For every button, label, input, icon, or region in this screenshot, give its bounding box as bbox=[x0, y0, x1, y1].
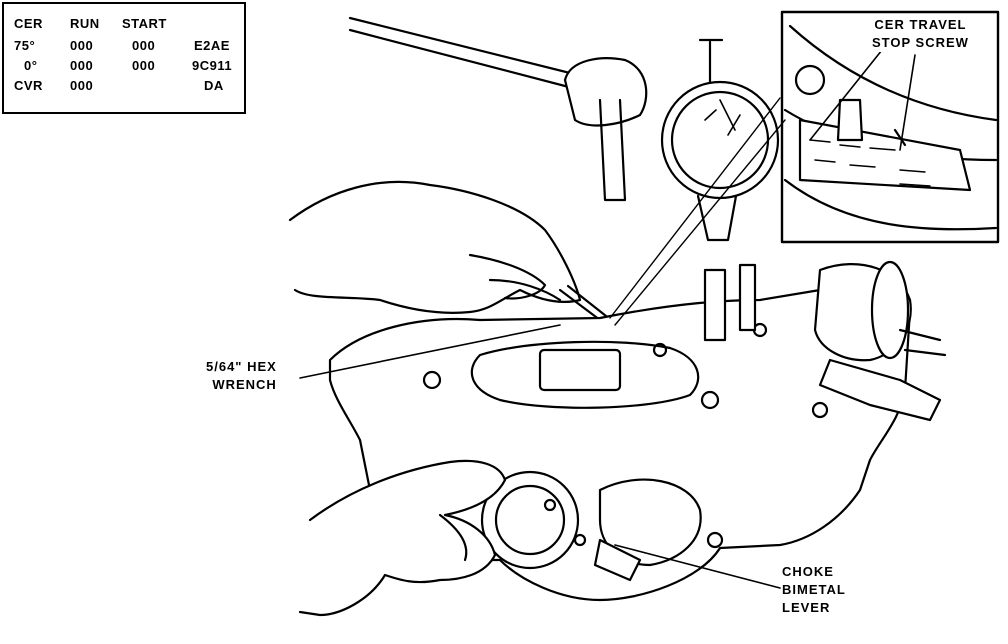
indicator-post bbox=[598, 98, 627, 202]
inset-stop-screw bbox=[836, 98, 864, 142]
table-cell: E2AE bbox=[194, 38, 230, 53]
callout-line: WRENCH bbox=[212, 377, 277, 392]
bolt bbox=[652, 342, 668, 358]
callout-choke-bimetal-lever: CHOKE BIMETAL LEVER bbox=[782, 563, 846, 617]
choke-screw bbox=[573, 533, 587, 547]
table-cell: 000 bbox=[70, 58, 94, 73]
header-cell: CER bbox=[14, 16, 43, 31]
leader-inset bbox=[609, 97, 786, 326]
table-cell: DA bbox=[204, 78, 224, 93]
throttle-plate bbox=[538, 348, 622, 392]
tower bbox=[703, 268, 727, 342]
callout-line: STOP SCREW bbox=[872, 35, 969, 50]
spec-table-box: CER RUN START 75° 000 000 E2AE 0° 000 00… bbox=[2, 2, 246, 114]
table-cell: 000 bbox=[70, 78, 94, 93]
tower bbox=[738, 263, 757, 332]
callout-line: CER TRAVEL bbox=[874, 17, 967, 32]
diaphragm-hose bbox=[898, 328, 947, 357]
callout-cer-travel-stop-screw: CER TRAVEL STOP SCREW bbox=[872, 16, 969, 52]
header-cell: START bbox=[122, 16, 167, 31]
inset-edge-top bbox=[788, 24, 998, 122]
table-cell: CVR bbox=[14, 78, 43, 93]
callout-line: BIMETAL bbox=[782, 582, 846, 597]
indicator-clamp bbox=[563, 57, 648, 127]
carburetor-throat bbox=[470, 340, 700, 409]
inset-plate-text bbox=[809, 139, 931, 187]
choke-lever-tab bbox=[593, 538, 642, 582]
table-cell: 000 bbox=[70, 38, 94, 53]
dial-stem bbox=[698, 38, 724, 84]
table-cell: 75° bbox=[14, 38, 36, 53]
lower-hand-finger bbox=[438, 513, 468, 562]
inset-edge-bottom bbox=[783, 178, 998, 231]
dial-markings bbox=[704, 99, 741, 136]
bolt bbox=[422, 370, 442, 390]
bolt bbox=[700, 390, 720, 410]
leader-cer-screw bbox=[809, 49, 916, 151]
upper-hand-thumb bbox=[488, 278, 562, 302]
linkage-arm bbox=[818, 358, 942, 422]
diaphragm-cap bbox=[870, 260, 910, 360]
inset-screw-head bbox=[794, 64, 826, 96]
indicator-rod bbox=[348, 16, 592, 94]
leader-hex-wrench bbox=[299, 324, 561, 379]
bolt bbox=[811, 401, 829, 419]
table-cell: 0° bbox=[24, 58, 38, 73]
callout-line: LEVER bbox=[782, 600, 831, 615]
table-cell: 9C911 bbox=[192, 58, 233, 73]
inset-screw-tip bbox=[893, 128, 907, 147]
choke-cover bbox=[494, 484, 566, 556]
table-cell: 000 bbox=[132, 58, 156, 73]
bolt bbox=[706, 531, 724, 549]
header-cell: RUN bbox=[70, 16, 100, 31]
lower-hand bbox=[298, 459, 507, 617]
callout-line: CHOKE bbox=[782, 564, 834, 579]
choke-screw bbox=[543, 498, 557, 512]
table-cell: 000 bbox=[132, 38, 156, 53]
callout-line: 5/64" HEX bbox=[206, 359, 277, 374]
upper-hand-finger bbox=[468, 253, 547, 300]
callout-hex-wrench: 5/64" HEX WRENCH bbox=[206, 358, 277, 394]
leader-choke-lever bbox=[614, 544, 781, 589]
